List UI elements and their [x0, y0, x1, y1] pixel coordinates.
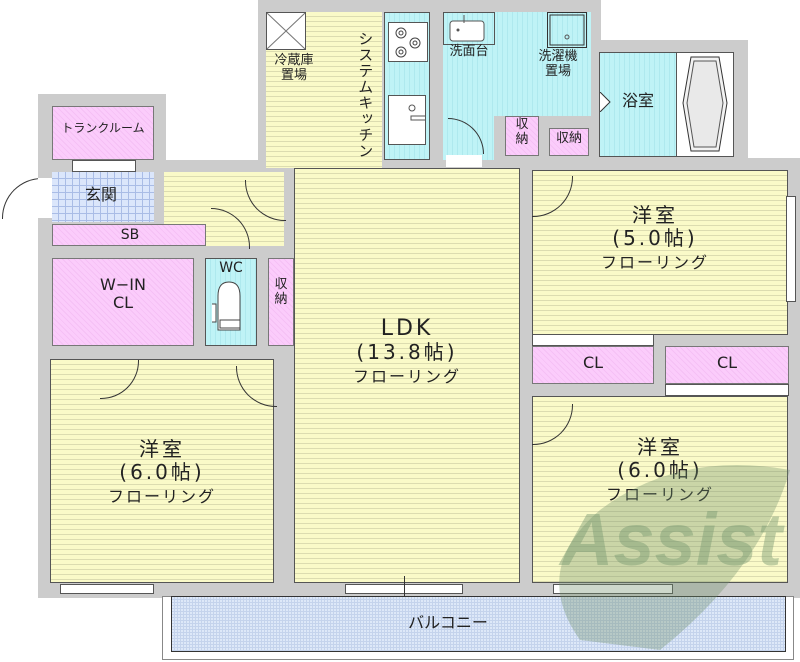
entrance-door-arc	[2, 178, 43, 219]
closet-2-door[interactable]	[665, 384, 789, 396]
walk-in-closet-label: W−IN CL	[100, 275, 146, 313]
shoe-box	[52, 224, 206, 246]
trunk-room-label: トランクルーム	[61, 121, 145, 135]
washer-space-box	[547, 12, 587, 48]
storage-hall	[268, 258, 294, 346]
toilet-label: WC	[219, 260, 243, 276]
western-room-ne-label: 洋室 (5.0帖) フローリング	[600, 203, 709, 272]
washroom-doorway[interactable]	[446, 155, 482, 167]
closet-2-label: CL	[716, 353, 738, 372]
washer-space-label: 洗濯機 置場	[538, 49, 578, 79]
storage-top-1	[505, 116, 539, 156]
fridge-cross-icon	[266, 12, 306, 50]
western-room-sw-floor	[50, 359, 274, 583]
entrance-label: 玄関	[84, 185, 117, 204]
closet-1-label: CL	[582, 353, 604, 372]
closet-2	[665, 346, 789, 384]
ldk-label: LDK (13.8帖) フローリング	[352, 316, 461, 387]
ldk-window-mullion	[404, 576, 405, 602]
bathtub-icon	[682, 56, 728, 152]
storage-top-2	[549, 128, 589, 156]
washbasin-icon	[449, 15, 485, 42]
bathroom-label: 浴室	[621, 91, 654, 110]
entrance-door[interactable]	[38, 178, 52, 218]
balcony-label: バルコニー	[408, 613, 488, 632]
bathtub	[676, 52, 734, 157]
washbasin-fixture	[443, 12, 495, 45]
western-room-ne-floor	[532, 170, 788, 335]
trunk-room-door[interactable]	[72, 160, 136, 172]
balcony	[171, 596, 786, 652]
western-room-sw-window	[60, 584, 154, 594]
fridge-space-box	[266, 12, 306, 50]
walk-in-closet	[52, 258, 194, 346]
fridge-space-label: 冷蔵庫 置場	[274, 53, 314, 83]
storage-top-1-label: 収 納	[515, 117, 529, 147]
faucet-icon	[408, 104, 428, 121]
closet-1-door[interactable]	[532, 334, 654, 346]
storage-top-2-label: 収納	[555, 131, 582, 146]
closet-1	[532, 346, 654, 384]
stove	[388, 22, 428, 62]
western-room-sw-label: 洋室 (6.0帖) フローリング	[107, 437, 216, 506]
western-room-se-window	[553, 584, 673, 594]
western-room-se-floor	[532, 396, 788, 583]
washbasin-label: 洗面台	[449, 44, 489, 59]
washer-icon	[549, 14, 585, 46]
entrance-floor	[52, 172, 154, 222]
western-room-ne-window	[786, 196, 796, 302]
trunk-room	[52, 106, 154, 160]
bathroom-floor	[599, 52, 677, 157]
ldk-floor	[294, 168, 520, 583]
western-room-se-label: 洋室 (6.0帖) フローリング	[605, 435, 714, 504]
toilet-icon	[212, 281, 241, 331]
burner-icon	[395, 27, 421, 58]
bath-entry-arrow-icon	[600, 92, 611, 112]
shoe-box-label: SB	[120, 227, 140, 243]
system-kitchen-label: システムキッチン	[356, 31, 375, 159]
sink	[388, 95, 428, 145]
storage-hall-label: 収 納	[274, 277, 288, 307]
